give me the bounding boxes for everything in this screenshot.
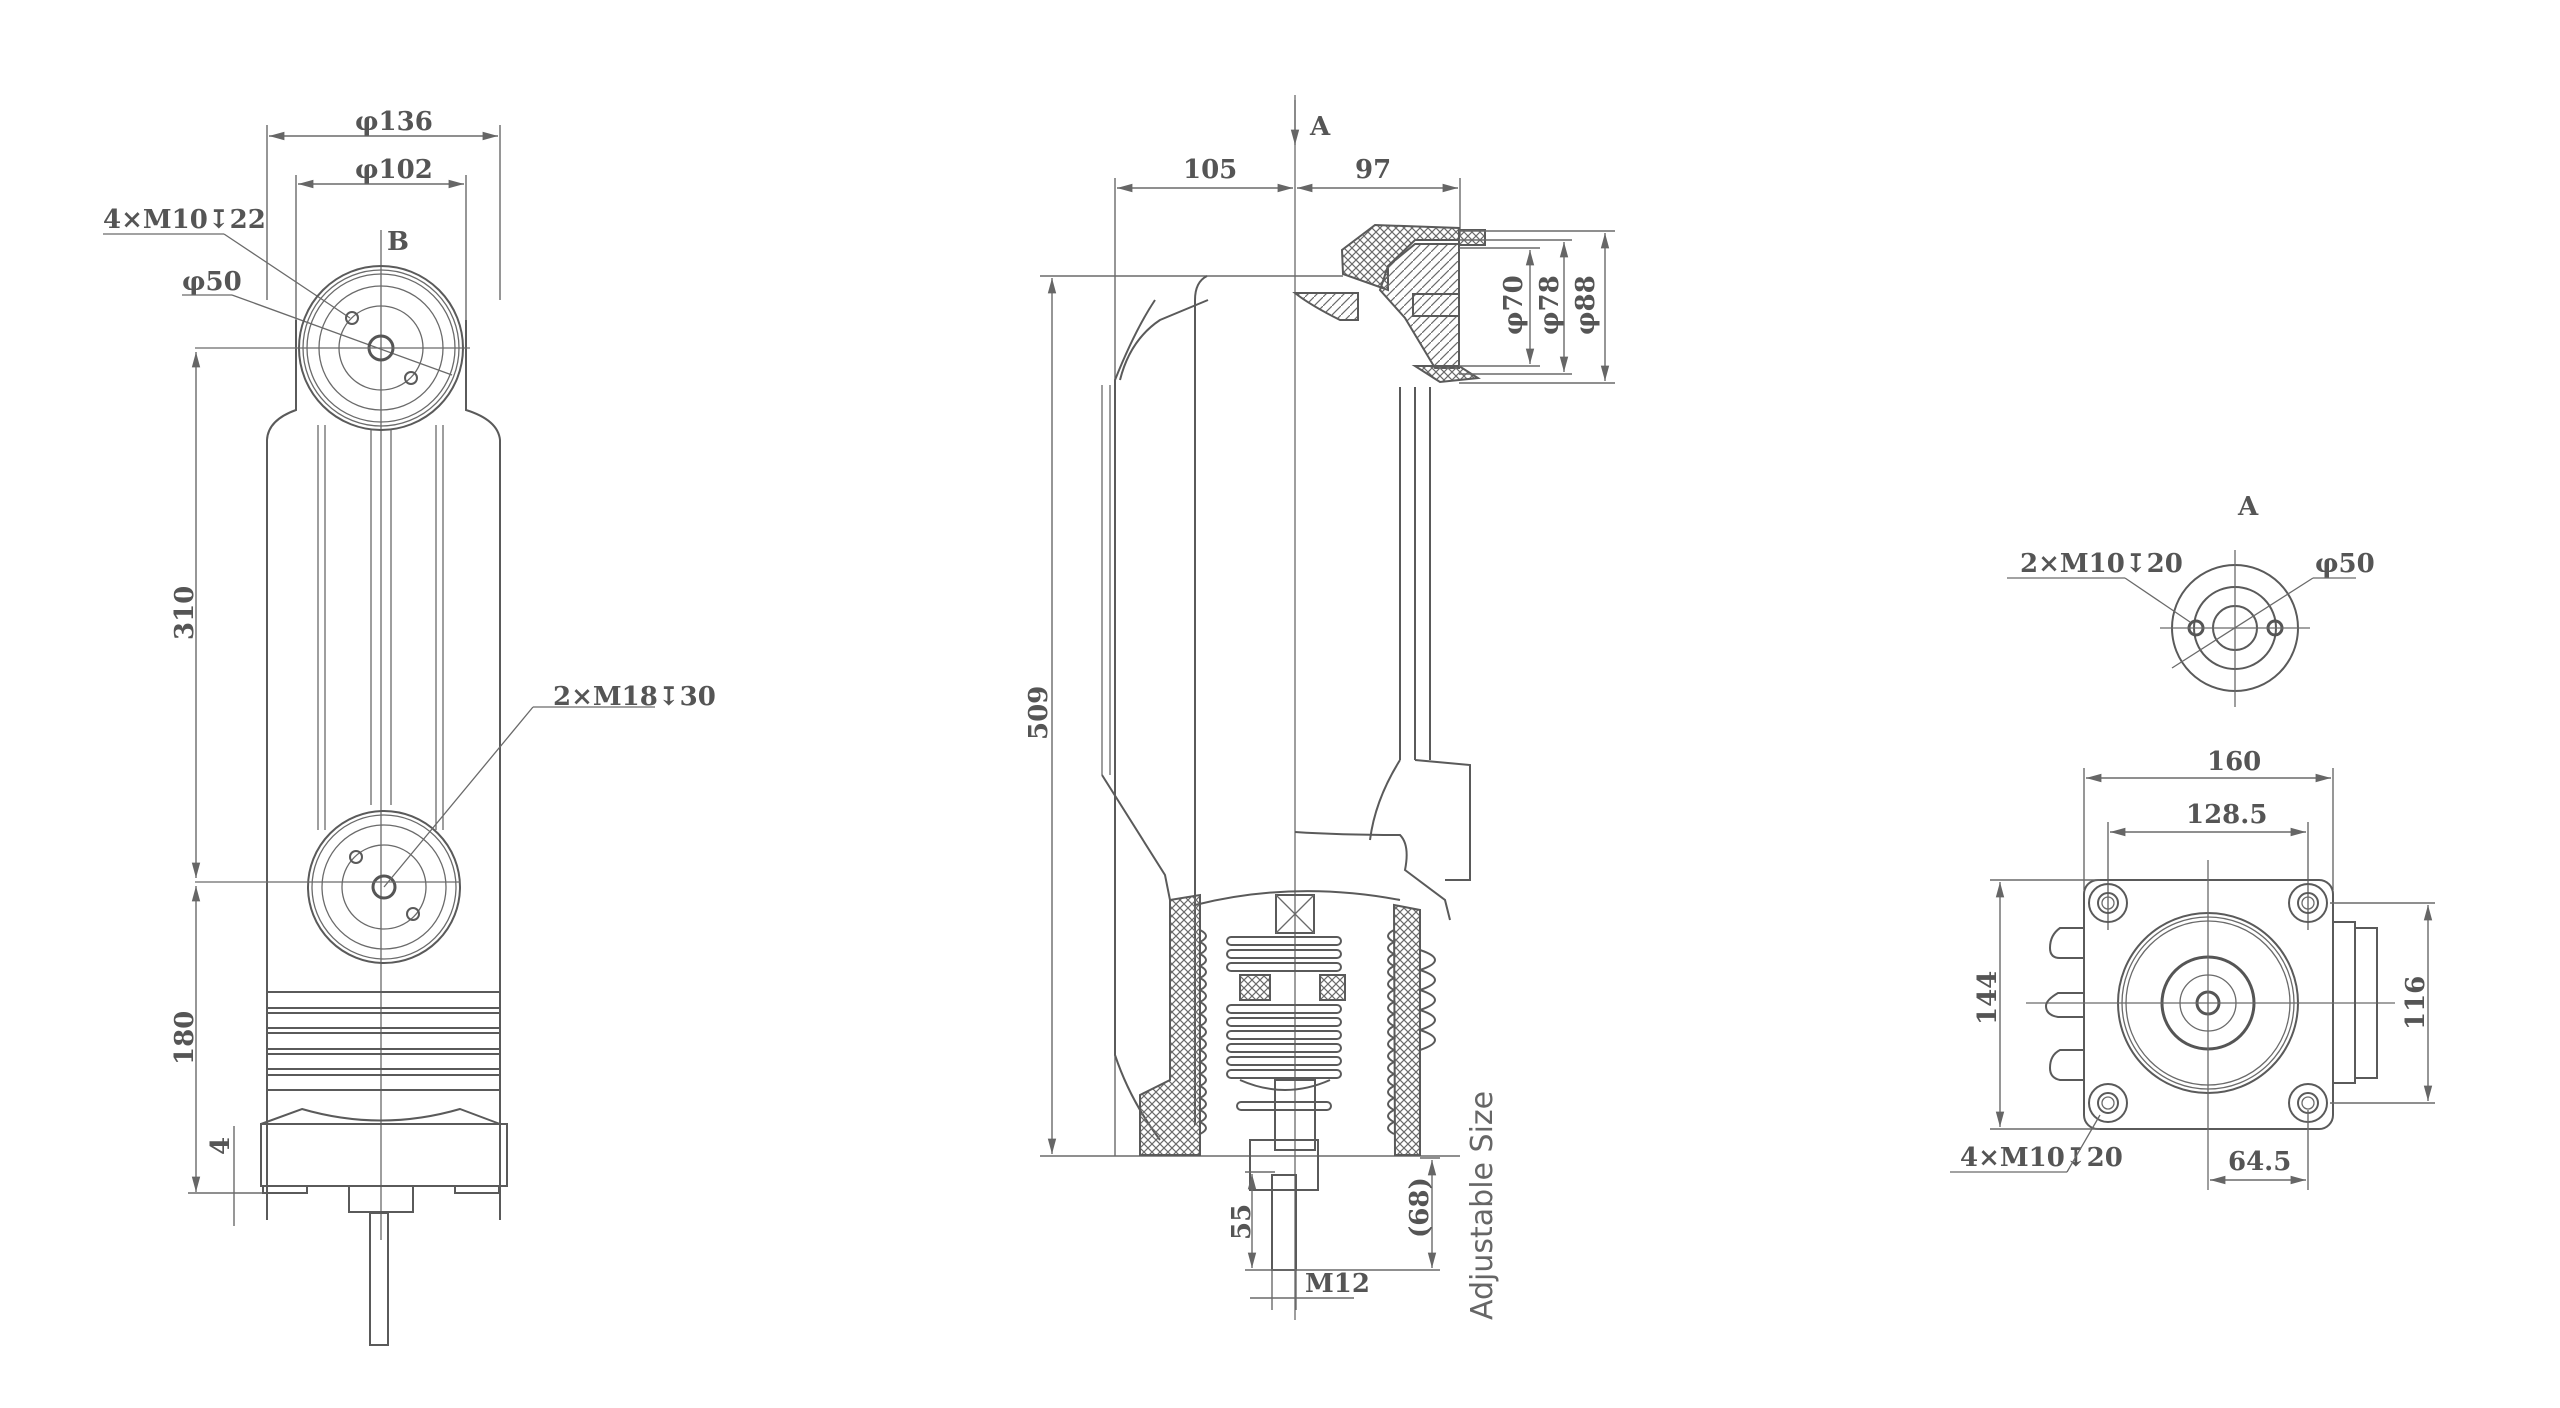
label-phi50: φ50 [182, 267, 242, 297]
dim-128-5: 128.5 [2186, 800, 2267, 830]
dim-phi88: φ88 [1571, 275, 1601, 335]
dim-509: 509 [1024, 686, 1054, 740]
dim-97: 97 [1355, 155, 1391, 185]
dim-160: 160 [2207, 747, 2261, 777]
dim-144: 144 [1973, 971, 2003, 1025]
front-section-view: A 105 97 φ70 φ78 φ88 509 [1024, 95, 1615, 1320]
dim-310: 310 [170, 586, 200, 640]
dim-phi78: φ78 [1535, 275, 1565, 335]
side-view-b: φ136 φ102 4×M10↧22 φ50 B [103, 107, 716, 1346]
dim-116: 116 [2401, 976, 2431, 1030]
dim-phi102: φ102 [355, 155, 433, 185]
dim-M12: M12 [1305, 1269, 1370, 1299]
adjustable-size-note: Adjustable Size [1465, 1091, 1500, 1320]
bellows [1226, 936, 1346, 1191]
label-phi50-a: φ50 [2315, 549, 2375, 579]
dim-phi136: φ136 [355, 107, 433, 137]
dim-105: 105 [1183, 155, 1237, 185]
view-label-b: B [387, 227, 409, 257]
bottom-view: 160 128.5 144 116 [1950, 747, 2435, 1190]
dim-phi70: φ70 [1499, 275, 1529, 335]
label-4xM10-22: 4×M10↧22 [103, 205, 266, 235]
dim-180: 180 [170, 1011, 200, 1065]
dim-55: 55 [1227, 1204, 1257, 1240]
view-marker-a: A [1309, 112, 1331, 142]
dim-64-5: 64.5 [2228, 1147, 2291, 1177]
dim-68: (68) [1405, 1177, 1435, 1238]
view-a: A 2×M10↧20 φ50 [2007, 492, 2375, 707]
label-2xM10-20: 2×M10↧20 [2020, 549, 2183, 579]
view-label-a: A [2237, 492, 2259, 522]
dim-4: 4 [206, 1137, 236, 1155]
label-4xM10-20: 4×M10↧20 [1960, 1143, 2123, 1173]
